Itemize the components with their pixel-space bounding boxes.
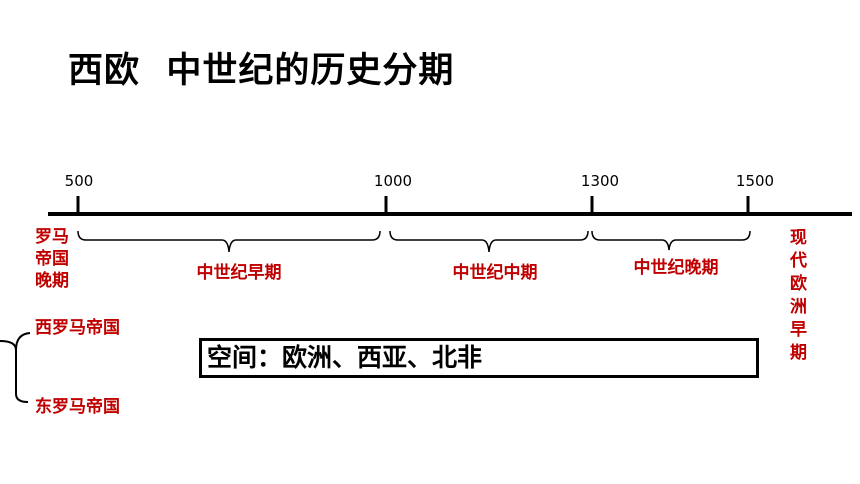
after-period-label: 现代欧洲早期 bbox=[790, 228, 807, 363]
tick-label-1300: 1300 bbox=[580, 172, 620, 190]
brace-late bbox=[591, 230, 751, 251]
region-box: 空间：欧洲、西亚、北非 bbox=[199, 338, 759, 378]
tick-label-500: 500 bbox=[64, 172, 94, 190]
page-title: 西欧 中世纪的历史分期 bbox=[68, 51, 455, 91]
empire-bracket bbox=[0, 332, 31, 403]
brace-early bbox=[77, 230, 381, 253]
tick-label-1000: 1000 bbox=[373, 172, 413, 190]
period-label-early: 中世纪早期 bbox=[196, 263, 282, 283]
period-label-late: 中世纪晚期 bbox=[633, 258, 719, 278]
period-label-middle: 中世纪中期 bbox=[452, 263, 538, 283]
brace-middle bbox=[389, 230, 589, 253]
empire-east-label: 东罗马帝国 bbox=[35, 397, 120, 417]
tick-label-1500: 1500 bbox=[735, 172, 775, 190]
before-period-label: 罗马帝国晚期 bbox=[35, 227, 69, 291]
empire-west-label: 西罗马帝国 bbox=[35, 318, 120, 338]
